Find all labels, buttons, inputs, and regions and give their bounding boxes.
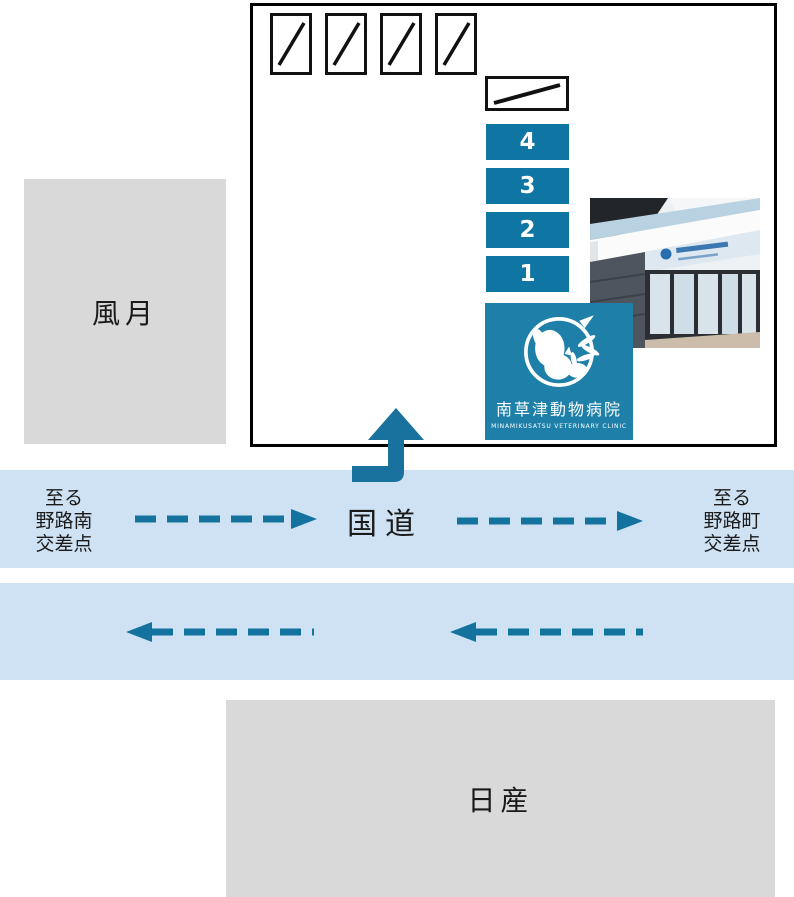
- landmark-nissan: 日産: [226, 700, 775, 897]
- numbered-slot-3: 3: [486, 168, 569, 204]
- road-band-eastbound: [0, 470, 794, 568]
- road-name-label: 国道: [347, 507, 423, 542]
- parking-slot-wide-icon: [485, 76, 569, 111]
- numbered-slot-4: 4: [486, 124, 569, 160]
- parking-slot-icon: [270, 13, 312, 75]
- diagonal-slash-icon: [442, 22, 471, 66]
- east-arrow-icon: [133, 509, 319, 529]
- east-arrow-icon: [455, 511, 645, 531]
- destination-line: 至る: [712, 487, 751, 509]
- destination-label-west: 至る 野路南 交差点: [22, 487, 106, 556]
- parking-slot-icon: [435, 13, 477, 75]
- diagonal-slash-icon: [387, 22, 416, 66]
- diagonal-slash-icon: [332, 22, 361, 66]
- clinic-emblem-icon: [524, 315, 600, 387]
- landmark-label: 日産: [467, 783, 534, 817]
- destination-line: 交差点: [703, 533, 761, 555]
- diagonal-slash-icon: [277, 22, 306, 66]
- destination-line: 交差点: [35, 533, 93, 555]
- numbered-slot-1: 1: [486, 256, 569, 292]
- turn-into-site-arrow-icon: [352, 408, 424, 482]
- destination-line: 野路南: [35, 510, 93, 532]
- road-band-westbound: [0, 583, 794, 680]
- clinic-logo: 南草津動物病院 MINAMIKUSATSU VETERINARY CLINIC: [485, 303, 633, 440]
- west-arrow-icon: [126, 622, 316, 642]
- numbered-slot-2: 2: [486, 212, 569, 248]
- parking-slot-icon: [380, 13, 422, 75]
- destination-label-east: 至る 野路町 交差点: [690, 487, 774, 556]
- west-arrow-icon: [450, 622, 645, 642]
- slot-number-label: 1: [519, 261, 536, 287]
- clinic-name-en: MINAMIKUSATSU VETERINARY CLINIC: [491, 423, 627, 430]
- landmark-fugetsu: 風月: [24, 179, 226, 444]
- landmark-label: 風月: [91, 296, 158, 330]
- clinic-name-jp: 南草津動物病院: [495, 400, 622, 419]
- parking-slot-icon: [325, 13, 367, 75]
- slot-number-label: 4: [519, 129, 536, 155]
- destination-line: 野路町: [703, 510, 761, 532]
- diagonal-slash-icon: [493, 83, 561, 105]
- slot-number-label: 3: [519, 173, 536, 199]
- slot-number-label: 2: [519, 217, 536, 243]
- destination-line: 至る: [44, 487, 83, 509]
